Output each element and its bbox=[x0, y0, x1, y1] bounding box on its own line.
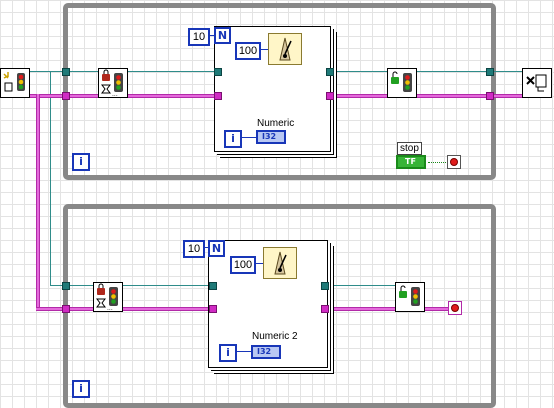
stop-condition-terminal[interactable] bbox=[447, 155, 461, 169]
stop-label: stop bbox=[397, 142, 422, 155]
numeric-label: Numeric bbox=[257, 118, 295, 129]
for-iteration-terminal-bottom: i bbox=[219, 344, 237, 362]
tf-label: TF bbox=[405, 157, 416, 166]
wait-wire-top[interactable] bbox=[260, 49, 268, 50]
numeric-indicator[interactable]: I32 bbox=[256, 130, 286, 144]
tunnel[interactable] bbox=[321, 305, 329, 313]
loop-count-constant-top[interactable]: 10 bbox=[188, 28, 210, 46]
tunnel[interactable] bbox=[62, 68, 70, 76]
count-terminal-top: N bbox=[214, 27, 231, 44]
tunnel[interactable] bbox=[209, 305, 217, 313]
wait-wire-bottom[interactable] bbox=[255, 263, 263, 264]
stop-boolean-control[interactable]: TF bbox=[396, 155, 426, 169]
tunnel[interactable] bbox=[326, 68, 334, 76]
numeric-2-label: Numeric 2 bbox=[252, 331, 298, 342]
wait-ms-constant-bottom[interactable]: 100 bbox=[230, 256, 256, 274]
iteration-terminal-top: i bbox=[72, 153, 90, 171]
wait-ms-constant-top[interactable]: 100 bbox=[235, 42, 261, 60]
loop-count-constant-bottom[interactable]: 10 bbox=[183, 240, 205, 258]
tunnel[interactable] bbox=[321, 282, 329, 290]
tunnel[interactable] bbox=[486, 92, 494, 100]
tunnel[interactable] bbox=[486, 68, 494, 76]
tunnel[interactable] bbox=[62, 92, 70, 100]
index-wire-bottom[interactable] bbox=[237, 351, 251, 352]
iteration-terminal-bottom: i bbox=[72, 380, 90, 398]
tunnel[interactable] bbox=[209, 282, 217, 290]
i32-label: I32 bbox=[257, 347, 272, 356]
count-wire-bottom[interactable] bbox=[204, 247, 209, 248]
tunnel[interactable] bbox=[62, 282, 70, 290]
destroy-semaphore-icon[interactable] bbox=[522, 68, 552, 98]
for-iteration-terminal-top: i bbox=[224, 130, 242, 148]
svg-text:...: ... bbox=[112, 91, 118, 97]
release-semaphore-icon[interactable] bbox=[395, 282, 425, 312]
tunnel[interactable] bbox=[214, 92, 222, 100]
tunnel[interactable] bbox=[326, 92, 334, 100]
error-terminal-icon[interactable] bbox=[448, 301, 462, 315]
svg-text:...: ... bbox=[107, 305, 113, 311]
error-wire-branch[interactable] bbox=[36, 94, 40, 310]
tunnel[interactable] bbox=[62, 305, 70, 313]
index-wire-top[interactable] bbox=[242, 137, 256, 138]
release-semaphore-icon[interactable] bbox=[387, 68, 417, 98]
count-terminal-bottom: N bbox=[208, 240, 225, 257]
acquire-semaphore-icon[interactable]: ... bbox=[93, 282, 123, 312]
while-loop-top[interactable] bbox=[63, 3, 496, 180]
tunnel[interactable] bbox=[214, 68, 222, 76]
acquire-semaphore-icon[interactable]: ... bbox=[98, 68, 128, 98]
i32-label: I32 bbox=[262, 132, 277, 141]
metronome-icon[interactable] bbox=[268, 33, 302, 65]
numeric-2-indicator[interactable]: I32 bbox=[251, 345, 281, 359]
stop-wire[interactable] bbox=[428, 162, 446, 163]
count-wire-top[interactable] bbox=[209, 35, 214, 36]
create-semaphore-icon[interactable] bbox=[0, 68, 30, 98]
refnum-wire-branch[interactable] bbox=[50, 71, 51, 286]
metronome-icon[interactable] bbox=[263, 247, 297, 279]
